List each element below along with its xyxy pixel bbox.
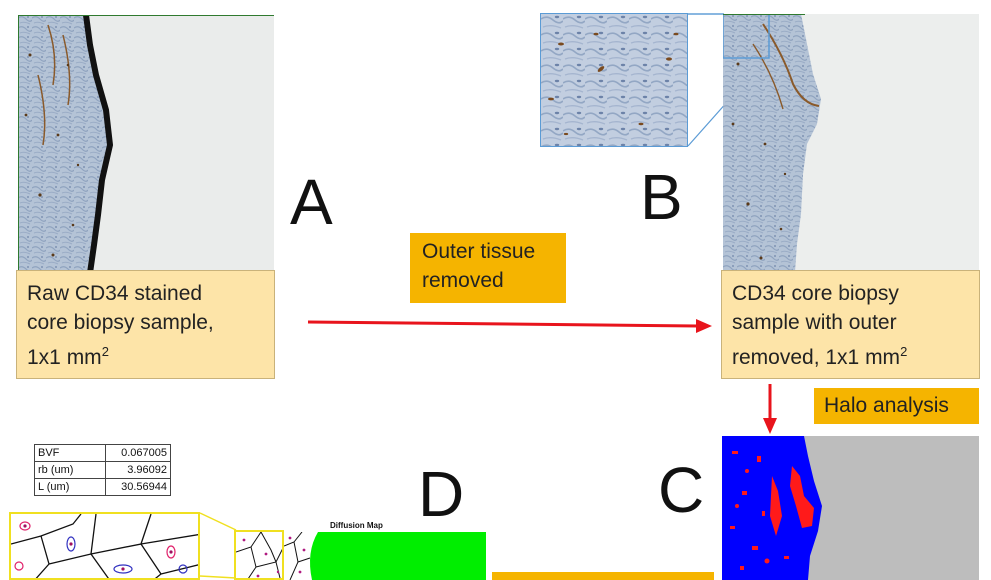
panel-a-tissue-image [18, 15, 274, 273]
outer-tissue-removed-line2: removed [422, 269, 504, 292]
stats-label: BVF [34, 444, 106, 462]
panel-b-caption-superscript: 2 [900, 344, 908, 359]
panel-a-caption-line2: core biopsy sample, [27, 311, 214, 334]
vessel-stats-table: BVF 0.067005 rb (um) 3.96092 L (um) 30.5… [34, 444, 171, 496]
voronoi-overview [234, 530, 284, 580]
panel-b-letter: B [640, 161, 683, 233]
panel-a-letter: A [290, 166, 333, 238]
panel-b-caption-line1: CD34 core biopsy [732, 282, 899, 305]
stats-label: rb (um) [34, 461, 106, 479]
stats-label: L (um) [34, 478, 106, 496]
diffusion-map-image [284, 532, 486, 580]
stats-value: 30.56944 [105, 478, 171, 496]
panel-b-caption: CD34 core biopsy sample with outer remov… [721, 270, 980, 379]
stats-value: 3.96092 [105, 461, 171, 479]
panel-b-caption-line2: sample with outer [732, 311, 897, 334]
stats-row: L (um) 30.56944 [34, 478, 171, 496]
outer-tissue-removed-step: Outer tissue removed [410, 233, 566, 303]
stats-row: rb (um) 3.96092 [34, 461, 171, 479]
voronoi-zoom-inset [9, 512, 200, 580]
panel-d-letter: D [418, 458, 465, 530]
panel-a-caption-line1: Raw CD34 stained [27, 282, 203, 305]
c-to-d-step-box-partial [492, 572, 714, 580]
panel-a-caption: Raw CD34 stained core biopsy sample, 1x1… [16, 270, 275, 379]
voronoi-connector-lines [199, 512, 237, 579]
panel-b-zoom-inset [540, 13, 688, 147]
panel-c-halo-image [722, 436, 979, 580]
arrow-b-to-c [763, 384, 777, 434]
panel-a-caption-superscript: 2 [101, 344, 109, 359]
diffusion-map-title: Diffusion Map [330, 521, 383, 530]
halo-analysis-step: Halo analysis [814, 388, 979, 424]
panel-b-tissue-image [723, 14, 979, 272]
outer-tissue-removed-line1: Outer tissue [422, 240, 536, 263]
halo-analysis-label: Halo analysis [824, 394, 949, 417]
stats-row: BVF 0.067005 [34, 444, 171, 462]
stats-value: 0.067005 [105, 444, 171, 462]
panel-b-caption-line3: removed, 1x1 mm [732, 346, 901, 369]
panel-a-caption-line3: 1x1 mm [27, 346, 102, 369]
arrow-a-to-b [307, 319, 712, 333]
panel-c-letter: C [658, 454, 705, 526]
